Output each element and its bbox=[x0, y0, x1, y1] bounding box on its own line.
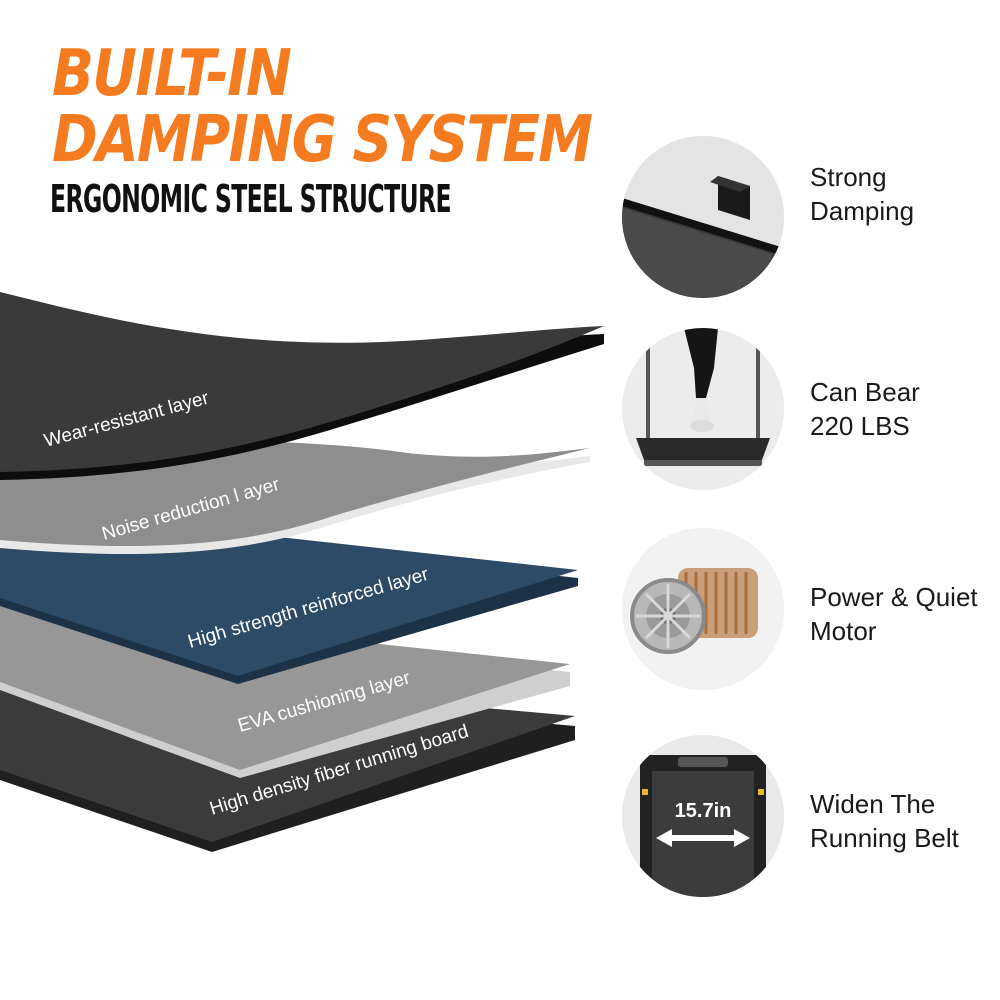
feature-text-damping: Strong Damping bbox=[810, 160, 996, 228]
layer-stack-illustration: High density fiber running board EVA cus… bbox=[0, 292, 604, 852]
motor-icon bbox=[622, 528, 784, 690]
feature-image-motor bbox=[622, 528, 784, 690]
layer-reinforced: High strength reinforced layer bbox=[0, 514, 578, 684]
feature-text-belt: Widen The Running Belt bbox=[810, 787, 996, 855]
damping-corner-icon bbox=[622, 136, 784, 298]
feature-text-motor: Power & Quiet Motor bbox=[810, 580, 996, 648]
feature-image-damping bbox=[622, 136, 784, 298]
feature-text-load: Can Bear 220 LBS bbox=[810, 375, 996, 443]
headline-line-2: DAMPING SYSTEM bbox=[52, 103, 593, 177]
feature-belt-line2: Running Belt bbox=[810, 823, 959, 853]
feature-load-line2: 220 LBS bbox=[810, 411, 910, 441]
feature-damping-line2: Damping bbox=[810, 196, 915, 226]
layer-wear-resistant: Wear-resistant layer bbox=[0, 292, 604, 480]
feature-motor-line2: Motor bbox=[810, 616, 877, 646]
feature-image-belt: 15.7in bbox=[622, 735, 784, 897]
feature-motor-line1: Power & Quiet bbox=[810, 582, 978, 612]
feature-belt-line1: Widen The bbox=[810, 789, 936, 819]
subtitle: ERGONOMIC STEEL STRUCTURE bbox=[50, 177, 452, 221]
belt-width-measurement: 15.7in bbox=[675, 800, 732, 822]
headline-line-1: BUILT-IN bbox=[52, 37, 292, 111]
feature-load-line1: Can Bear bbox=[810, 377, 920, 407]
runner-on-treadmill-icon bbox=[622, 328, 784, 490]
feature-damping-line1: Strong bbox=[810, 162, 887, 192]
feature-image-load bbox=[622, 328, 784, 490]
belt-width-icon: 15.7in bbox=[622, 735, 784, 897]
